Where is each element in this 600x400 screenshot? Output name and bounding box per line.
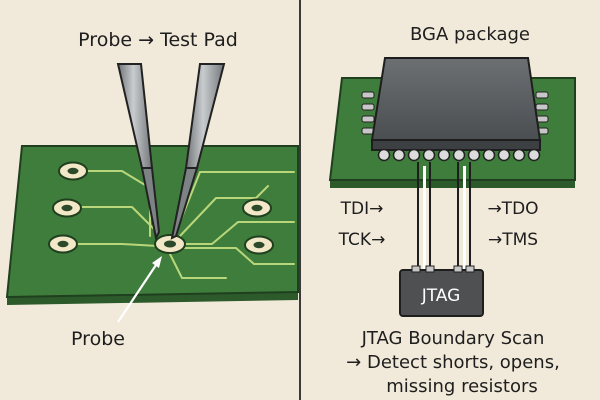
test-pad-hole (253, 241, 265, 249)
jtag-signal-highlights (423, 166, 466, 270)
trace-2 (81, 206, 159, 234)
caption-line-1: JTAG Boundary Scan (361, 328, 545, 349)
probe-left (116, 63, 161, 242)
left-test-pads (48, 161, 274, 255)
bga-solder-balls (377, 148, 541, 162)
center-test-pad-hole (164, 240, 176, 248)
trace-8 (169, 253, 227, 279)
probe-right (170, 63, 226, 240)
signal-tdi: TDI→ (340, 199, 384, 219)
jtag-connector-body (399, 269, 484, 317)
test-pad-hole (57, 240, 69, 248)
bga-chip-top (370, 57, 542, 141)
test-pad-hole (67, 167, 79, 175)
test-pad-hole (61, 204, 73, 212)
left-pcb-edge (7, 292, 298, 305)
right-panel-title: BGA package (410, 24, 530, 45)
jtag-connector (399, 265, 484, 317)
probe-arrow (117, 256, 162, 323)
test-pad-hole (251, 204, 263, 212)
trace-3 (64, 243, 159, 247)
left-panel-title: Probe → Test Pad (78, 29, 238, 51)
probe-label: Probe (71, 328, 125, 350)
signal-tdo: →TDO (487, 199, 538, 219)
right-pcb-edge (330, 180, 575, 188)
caption-line-2: → Detect shorts, opens, (346, 352, 560, 373)
signal-tck: TCK→ (338, 230, 386, 250)
bga-chip (370, 57, 542, 151)
caption-line-3: missing resistors (386, 376, 538, 397)
trace-5 (181, 247, 295, 265)
trace-6 (179, 185, 269, 237)
bga-chip-side (371, 139, 541, 151)
jtag-connector-label: JTAG (421, 286, 461, 306)
trace-4 (181, 221, 295, 245)
jtag-signal-lines (417, 162, 471, 270)
signal-tms: →TMS (488, 230, 538, 250)
